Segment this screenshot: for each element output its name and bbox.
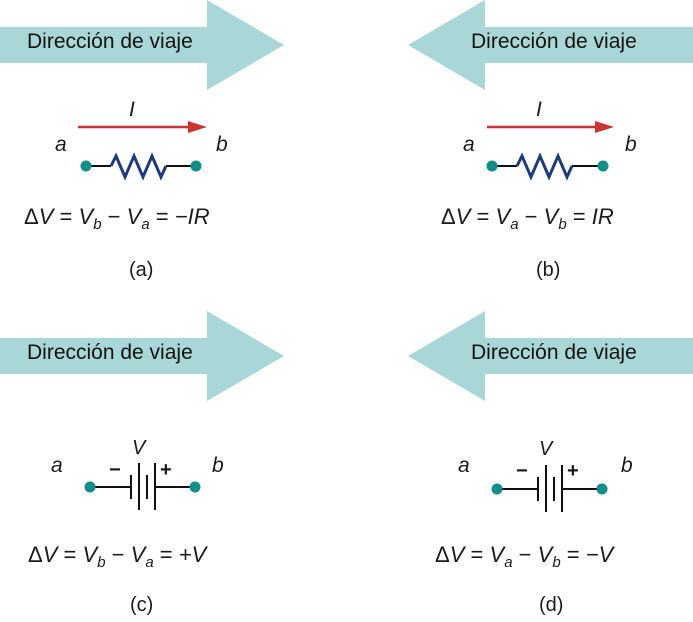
node-a-dot — [84, 481, 96, 493]
eq-term-2-sub: b — [558, 216, 567, 233]
eq-rhs: −IR — [174, 204, 210, 229]
eq-minus: − — [518, 542, 532, 567]
eq-rhs: IR — [591, 204, 614, 229]
eq-v: V — [38, 204, 54, 229]
node-b-label: b — [625, 133, 637, 156]
eq-term-2: V — [537, 542, 553, 567]
current-arrow — [487, 121, 614, 133]
eq-equals-1: = — [63, 542, 77, 567]
voltage-equation: ΔV = Va − Vb = IR — [441, 204, 614, 233]
node-b-label: b — [212, 454, 224, 477]
delta-symbol: Δ — [441, 204, 456, 229]
negative-terminal-sign: − — [109, 459, 121, 481]
travel-arrow-left — [408, 0, 693, 90]
eq-equals-1: = — [476, 204, 490, 229]
current-label: I — [129, 98, 135, 121]
panel-d-drawing — [408, 311, 693, 512]
node-b-dot — [597, 160, 609, 172]
resistor — [86, 152, 196, 181]
eq-term-1-sub: a — [504, 554, 513, 571]
eq-term-1-sub: b — [93, 216, 102, 233]
negative-terminal-sign: − — [516, 460, 528, 482]
panel-caption: (c) — [130, 594, 154, 616]
travel-arrow-right — [0, 311, 284, 401]
eq-term-1: V — [82, 542, 98, 567]
panel-a: Dirección de viaje I a b ΔV = Vb − Va = … — [0, 0, 346, 311]
travel-direction-label: Dirección de viaje — [27, 341, 193, 364]
eq-equals-2: = — [159, 542, 173, 567]
node-a-dot — [491, 483, 503, 495]
eq-v: V — [42, 542, 58, 567]
travel-arrow-right — [0, 0, 284, 90]
eq-v: V — [449, 542, 465, 567]
travel-direction-label: Dirección de viaje — [471, 30, 637, 53]
eq-equals-2: = — [155, 204, 169, 229]
travel-direction-label: Dirección de viaje — [27, 30, 193, 53]
voltage-equation: ΔV = Vb − Va = +V — [28, 542, 206, 571]
eq-term-1-sub: a — [510, 216, 519, 233]
eq-equals-1: = — [59, 204, 73, 229]
panel-a-drawing — [0, 0, 284, 181]
eq-equals-2: = — [572, 204, 586, 229]
eq-minus: − — [107, 204, 121, 229]
battery — [90, 463, 195, 510]
panel-b-drawing — [408, 0, 693, 181]
battery — [497, 465, 602, 512]
travel-direction-label: Dirección de viaje — [471, 341, 637, 364]
eq-equals-1: = — [470, 542, 484, 567]
eq-rhs: −V — [585, 542, 614, 567]
panel-b: Dirección de viaje I a b ΔV = Va − Vb = … — [347, 0, 693, 311]
node-a-dot — [486, 160, 498, 172]
node-b-dot — [189, 481, 201, 493]
delta-symbol: Δ — [435, 542, 450, 567]
eq-term-2: V — [130, 542, 146, 567]
eq-term-1: V — [495, 204, 511, 229]
eq-term-2: V — [543, 204, 559, 229]
node-b-label: b — [621, 454, 633, 477]
node-b-label: b — [216, 133, 228, 156]
panel-caption: (d) — [539, 594, 564, 616]
positive-terminal-sign: + — [567, 460, 579, 482]
voltage-equation: ΔV = Va − Vb = −V — [435, 542, 613, 571]
eq-term-1: V — [489, 542, 505, 567]
eq-minus: − — [111, 542, 125, 567]
voltage-equation: ΔV = Vb − Va = −IR — [24, 204, 210, 233]
node-a-label: a — [463, 133, 475, 156]
emf-label: V — [539, 438, 553, 460]
eq-term-2-sub: b — [552, 554, 561, 571]
travel-arrow-left — [408, 311, 693, 401]
eq-minus: − — [524, 204, 538, 229]
panel-c-drawing — [0, 311, 284, 510]
node-a-dot — [80, 160, 92, 172]
eq-rhs: +V — [178, 542, 207, 567]
resistor — [492, 152, 603, 181]
node-a-label: a — [51, 454, 63, 477]
panel-c: Dirección de viaje V a b − + ΔV = Vb − V… — [0, 311, 346, 622]
eq-term-2-sub: a — [145, 554, 154, 571]
emf-label: V — [132, 437, 146, 459]
current-arrow — [78, 121, 207, 133]
eq-v: V — [455, 204, 471, 229]
eq-term-2-sub: a — [141, 216, 150, 233]
delta-symbol: Δ — [24, 204, 39, 229]
panel-caption: (b) — [536, 259, 561, 281]
delta-symbol: Δ — [28, 542, 43, 567]
node-a-label: a — [458, 454, 470, 477]
positive-terminal-sign: + — [160, 459, 172, 481]
node-b-dot — [190, 160, 202, 172]
panel-caption: (a) — [129, 259, 154, 281]
eq-equals-2: = — [566, 542, 580, 567]
eq-term-1-sub: b — [97, 554, 106, 571]
eq-term-1: V — [78, 204, 94, 229]
current-label: I — [536, 98, 542, 121]
eq-term-2: V — [126, 204, 142, 229]
node-a-label: a — [55, 133, 67, 156]
panel-d: Dirección de viaje V a b − + ΔV = Va − V… — [347, 311, 693, 622]
node-b-dot — [596, 483, 608, 495]
